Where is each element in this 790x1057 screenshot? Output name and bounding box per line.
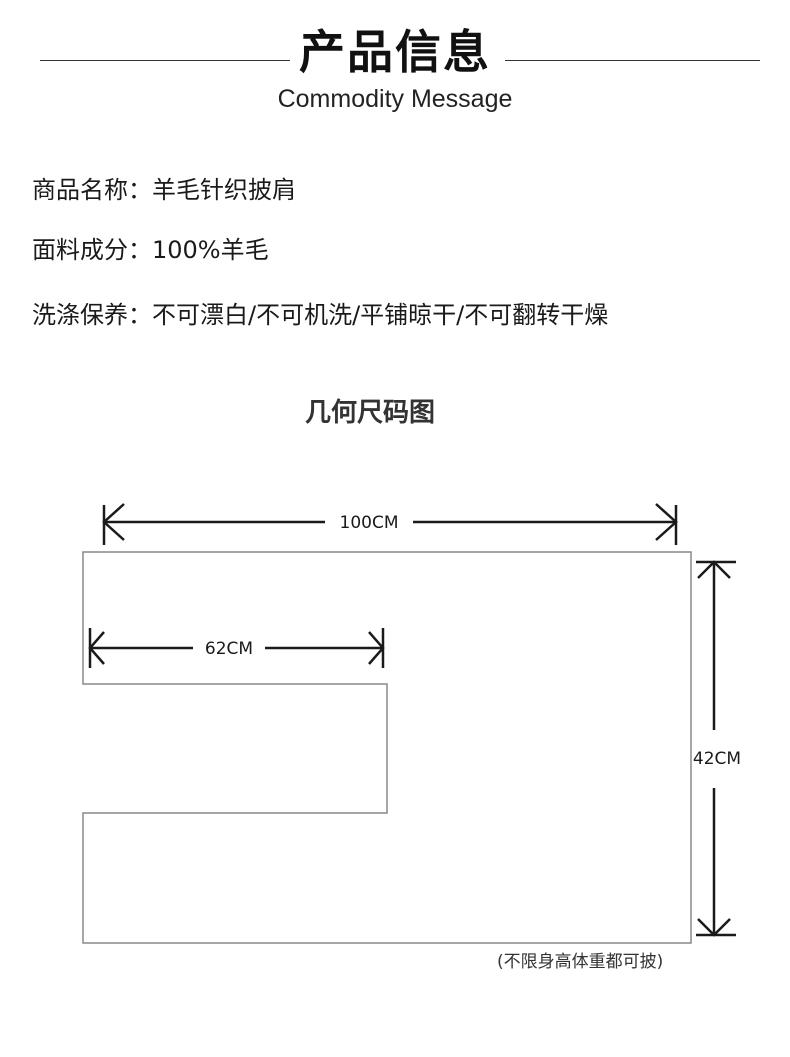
shawl-outline xyxy=(82,551,692,944)
size-note: (不限身高体重都可披) xyxy=(497,952,664,972)
info-label: 商品名称： xyxy=(32,176,152,204)
page-title: 产品信息 xyxy=(299,25,491,79)
width-label: 100CM xyxy=(340,513,399,533)
inner-width-label: 62CM xyxy=(205,639,253,659)
info-label: 面料成分： xyxy=(32,236,152,264)
arrowhead-left xyxy=(88,631,105,665)
width-dimension xyxy=(102,503,678,545)
height-label: 42CM xyxy=(693,749,741,769)
header-divider-right xyxy=(505,60,760,61)
info-value: 不可漂白/不可机洗/平铺晾干/不可翻转干燥 xyxy=(152,301,609,329)
page-subtitle: Commodity Message xyxy=(277,85,513,113)
inner-width-dimension xyxy=(88,628,385,668)
info-row-care: 洗涤保养：不可漂白/不可机洗/平铺晾干/不可翻转干燥 xyxy=(32,299,608,331)
info-label: 洗涤保养： xyxy=(32,301,152,329)
header-divider-left xyxy=(40,60,290,61)
arrowhead-left xyxy=(102,503,125,541)
info-row-material: 面料成分：100%羊毛 xyxy=(32,234,269,266)
info-value: 羊毛针织披肩 xyxy=(152,176,296,204)
info-row-product-name: 商品名称：羊毛针织披肩 xyxy=(32,174,296,206)
height-dimension xyxy=(696,560,736,937)
diagram-title: 几何尺码图 xyxy=(304,398,435,428)
arrowhead-top xyxy=(697,560,731,579)
info-value: 100%羊毛 xyxy=(152,236,269,264)
arrowhead-bottom xyxy=(697,918,731,937)
arrowhead-right xyxy=(368,631,385,665)
arrowhead-right xyxy=(655,503,678,541)
